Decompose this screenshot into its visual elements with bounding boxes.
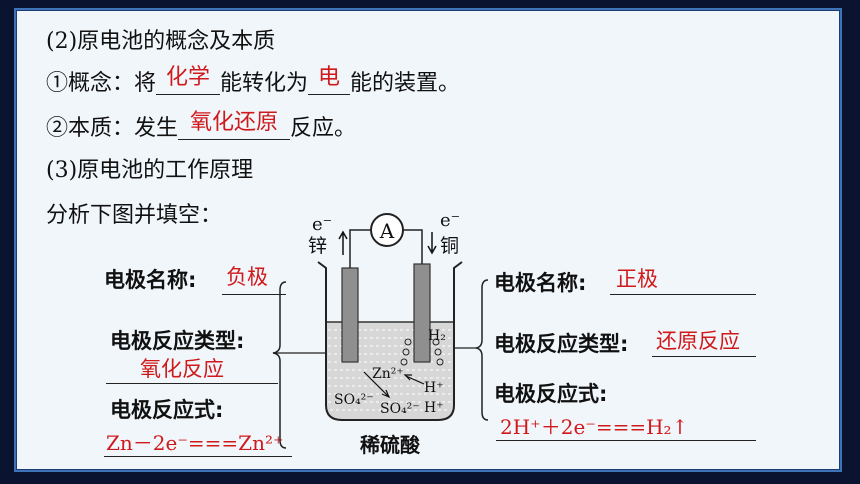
left-metal-label: 锌	[308, 235, 327, 257]
wire-left	[349, 229, 371, 268]
copper-electrode	[413, 263, 431, 363]
sulfate-label-2: SO₄²⁻	[380, 401, 420, 417]
left-type-label: 电极反应类型:	[110, 329, 245, 353]
left-arrow-up	[338, 230, 348, 255]
left-type-value: 氧化反应	[140, 357, 224, 381]
left-electron-label: e⁻	[312, 214, 332, 235]
h-ion-label-2: H⁺	[424, 400, 444, 416]
right-type-value: 还原反应	[656, 329, 740, 353]
concept-blank-1: 化学	[156, 65, 221, 98]
right-name-label-group: 电极名称:	[494, 270, 586, 296]
zn-ion-label: Zn²⁺	[372, 366, 404, 382]
left-eq-underline	[104, 456, 292, 457]
ammeter-label: A	[379, 219, 395, 243]
right-name-label: 电极名称	[494, 271, 578, 295]
right-eq-value: 2H⁺＋2e⁻===H₂↑	[500, 415, 689, 439]
zn-ion-arrow	[363, 371, 391, 399]
concept-answer-1: 化学	[166, 65, 211, 90]
concept-answer-2: 电	[318, 65, 341, 90]
section3-heading: (3)原电池的工作原理	[46, 158, 254, 183]
right-name-value: 正极	[616, 267, 658, 291]
right-electron-label: e⁻	[440, 210, 460, 231]
right-name-underline	[610, 294, 756, 295]
right-bracket	[475, 279, 489, 421]
right-eq-label: 电极反应式:	[494, 382, 608, 406]
left-name-label: 电极名称	[104, 268, 188, 292]
concept-line: ①概念：将化学能转化为电能的装置。	[46, 65, 461, 98]
left-eq-label: 电极反应式:	[110, 398, 224, 422]
left-eq-value: Zn－2e⁻===Zn²⁺	[106, 431, 284, 455]
left-type-underline	[106, 383, 278, 384]
wire-right	[403, 229, 423, 264]
essence-answer: 氧化还原	[190, 110, 279, 135]
right-metal-label: 铜	[440, 235, 459, 257]
concept-suffix: 能的装置。	[350, 71, 461, 96]
left-name-colon: :	[188, 268, 197, 292]
concept-blank-2: 电	[308, 65, 351, 98]
concept-prefix: ①概念：将	[46, 71, 157, 96]
right-type-underline	[652, 356, 756, 357]
ammeter	[370, 213, 404, 247]
essence-suffix: 反应。	[290, 116, 357, 141]
concept-mid: 能转化为	[220, 71, 309, 96]
left-name-underline	[222, 294, 286, 295]
h2-label: H₂	[428, 328, 446, 344]
instruction: 分析下图并填空：	[46, 203, 223, 228]
left-name-value: 负极	[226, 265, 268, 289]
right-name-colon: :	[578, 271, 587, 295]
solution-label: 稀硫酸	[360, 433, 421, 457]
h-ion-label-1: H⁺	[424, 380, 444, 396]
left-name-label-group: 电极名称:	[104, 267, 196, 293]
sulfate-label-1: SO₄²⁻	[334, 392, 374, 408]
right-arrow-down	[427, 232, 437, 255]
essence-blank: 氧化还原	[178, 110, 291, 143]
right-eq-underline	[496, 440, 756, 441]
hydrogen-bubbles	[400, 338, 444, 366]
section2-heading: (2)原电池的概念及本质	[46, 29, 276, 54]
beaker	[317, 261, 463, 421]
left-bracket	[272, 281, 287, 449]
h-ion-arrow	[403, 374, 425, 385]
right-type-label: 电极反应类型:	[494, 332, 629, 356]
zinc-electrode	[341, 267, 359, 363]
essence-prefix: ②本质：发生	[46, 116, 179, 141]
essence-line: ②本质：发生氧化还原反应。	[46, 110, 357, 143]
